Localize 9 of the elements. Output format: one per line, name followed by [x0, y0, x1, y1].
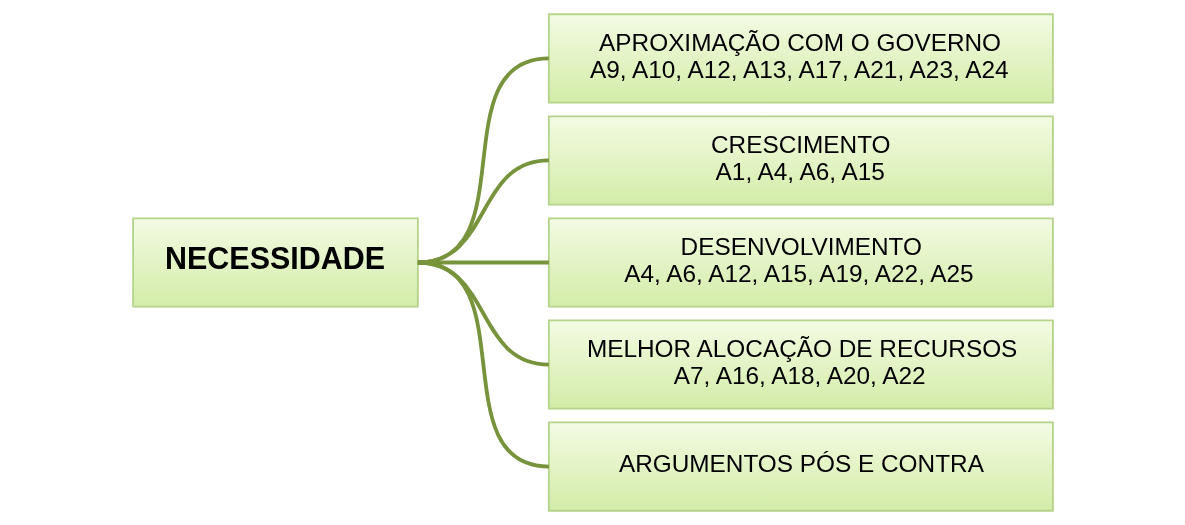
- node-box: CRESCIMENTO A1, A4, A6, A15: [547, 115, 1054, 206]
- node-box: NECESSIDADE: [131, 217, 419, 308]
- node-box: MELHOR ALOCAÇÃO DE RECURSOS A7, A16, A18, A20, A22: [547, 319, 1054, 410]
- connector: [417, 56, 549, 265]
- node-box: APROXIMAÇÃO COM O GOVERNO A9, A10, A12, A13, A17, A21, A23, A24: [547, 13, 1054, 104]
- connector: [417, 260, 549, 469]
- node-box: DESENVOLVIMENTO A4, A6, A12, A15, A19, A22, A25: [547, 217, 1054, 308]
- node-box: ARGUMENTOS PÓS E CONTRA: [547, 421, 1054, 512]
- connector: [417, 158, 549, 265]
